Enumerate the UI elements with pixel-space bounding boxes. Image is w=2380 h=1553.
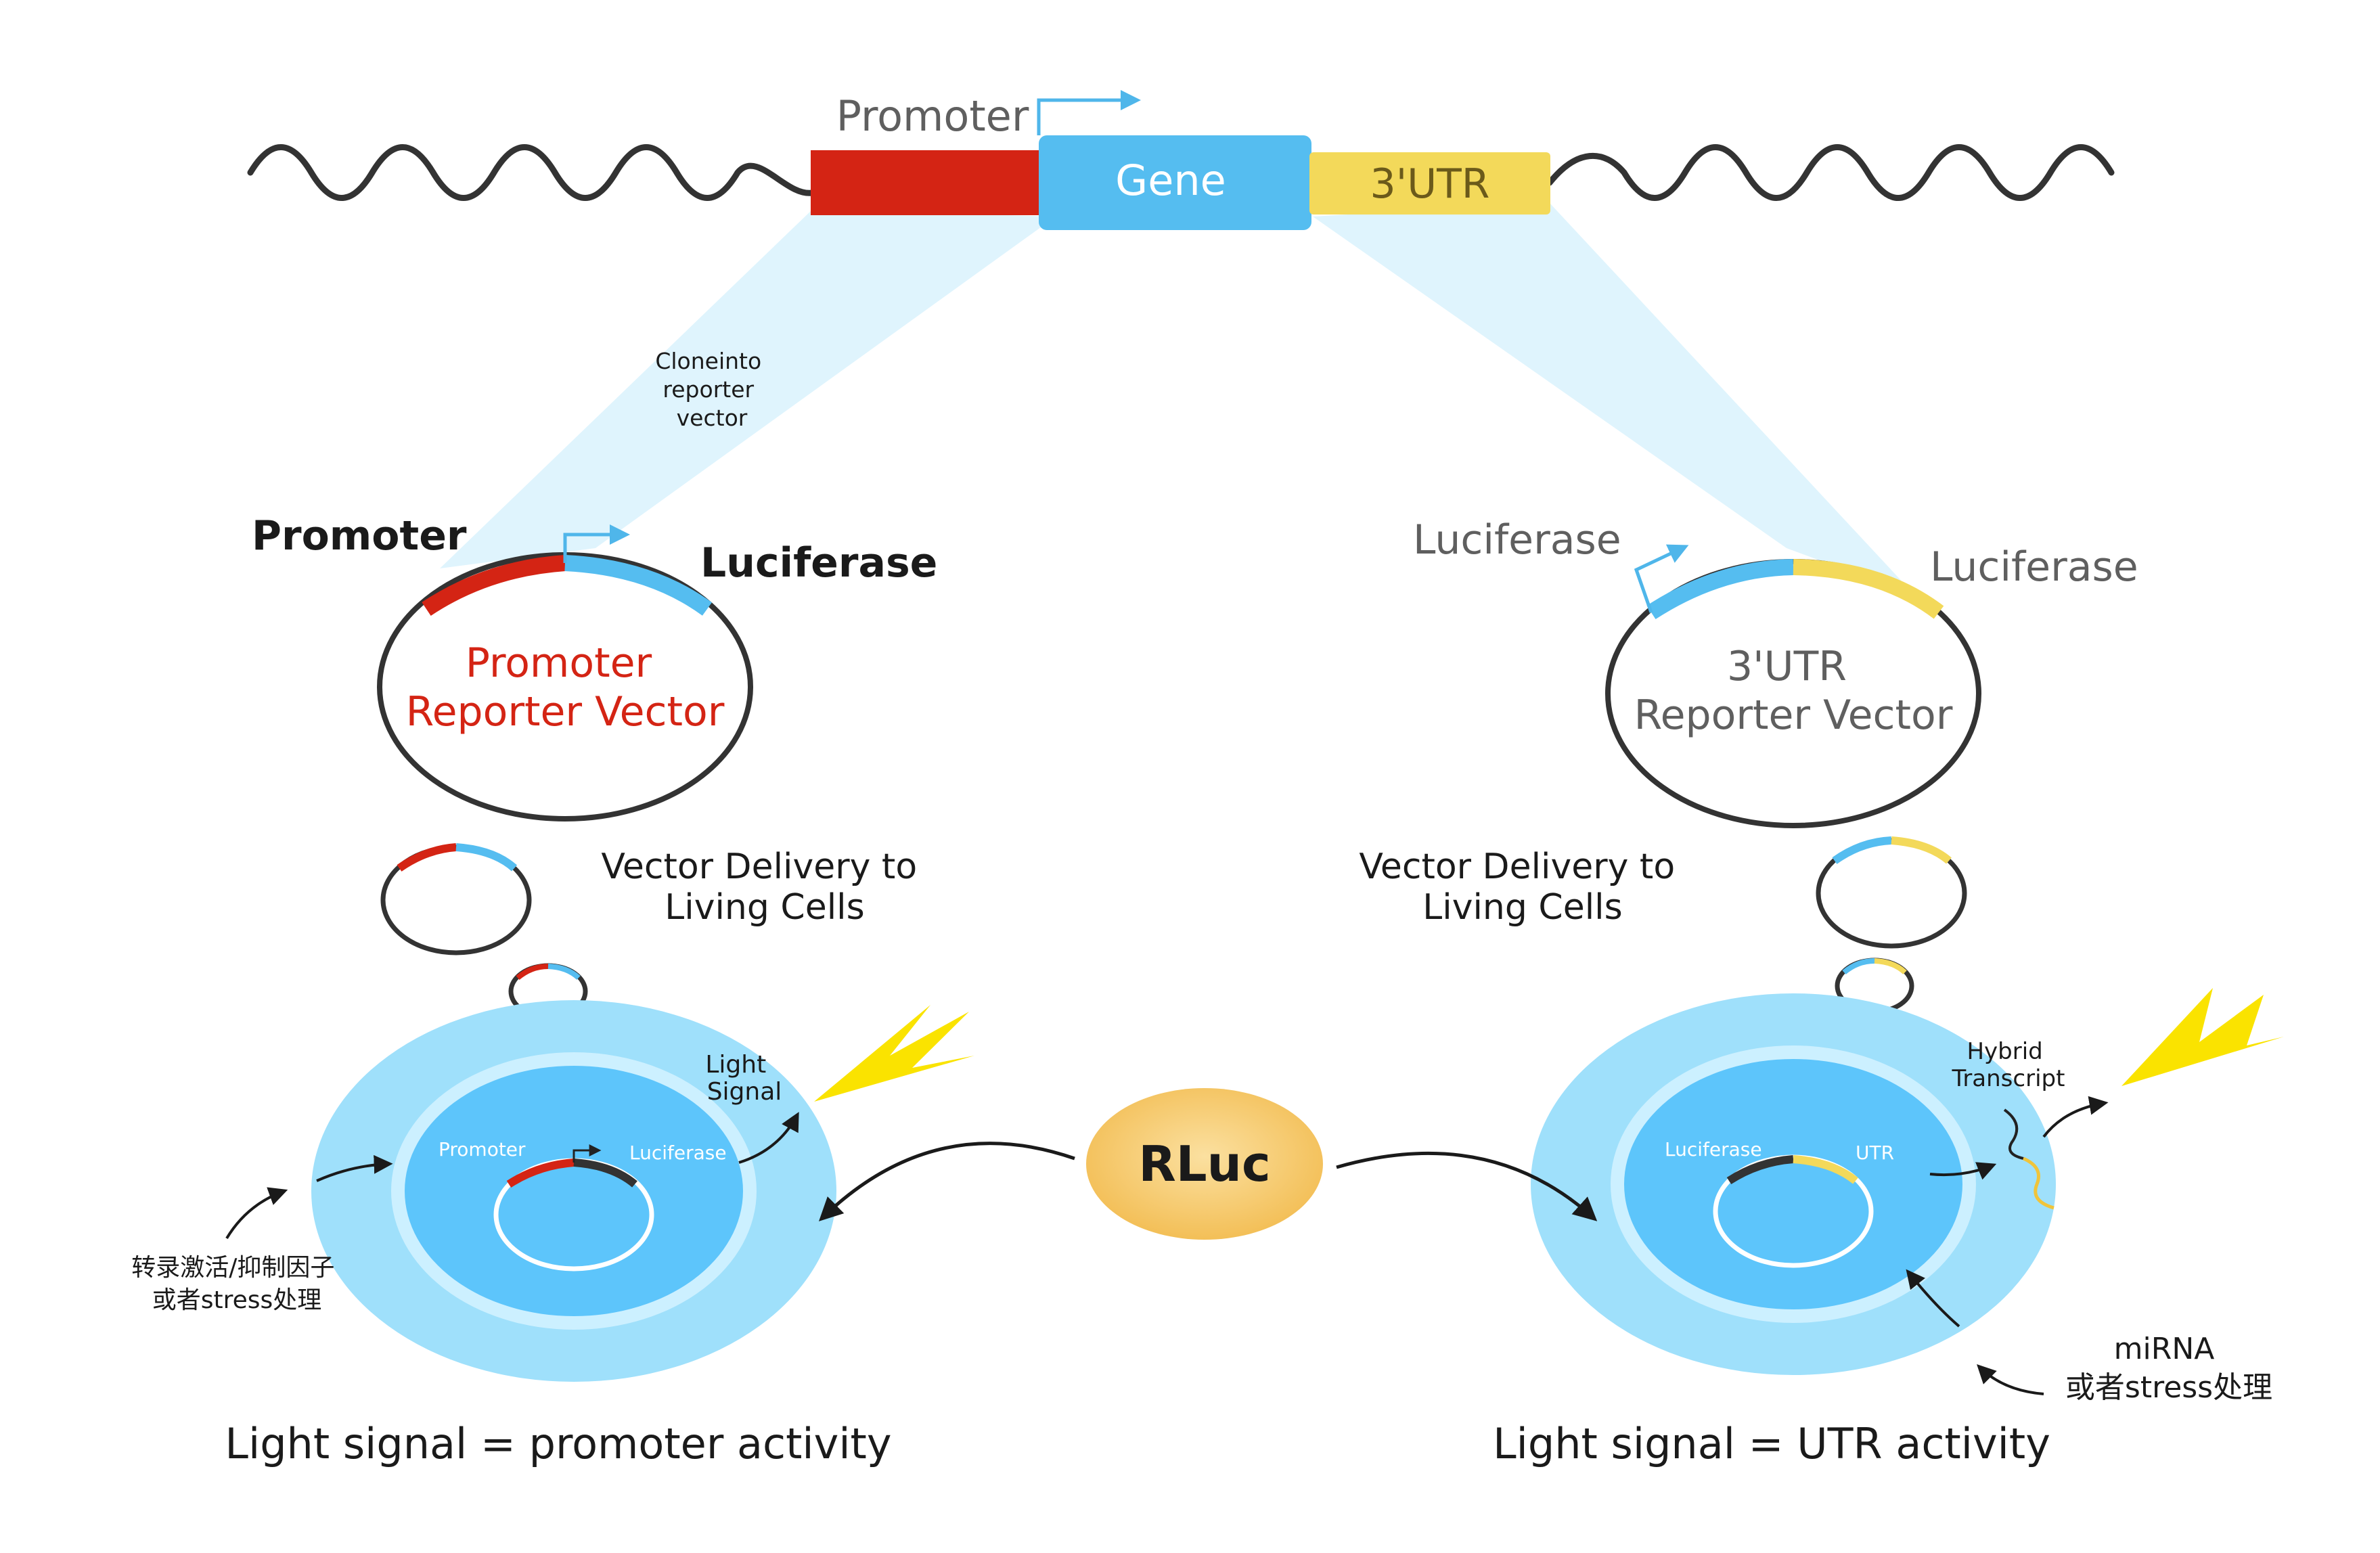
clone-note-line-2: reporter bbox=[663, 376, 754, 403]
left-vector-title-line-1: Promoter bbox=[466, 639, 652, 687]
left-factor-arrow-2 bbox=[316, 1154, 393, 1182]
dna-strand-left bbox=[247, 144, 815, 201]
right-vector-title-line-1: 3'UTR bbox=[1727, 643, 1847, 690]
right-delivery-line-2: Living Cells bbox=[1422, 887, 1622, 928]
transcription-start-arrow bbox=[1037, 90, 1141, 135]
right-nucleus-utr-seg bbox=[1793, 1155, 1858, 1184]
mirna-note: miRNA 或者stress处理 bbox=[2065, 1332, 2272, 1405]
clone-note-line-1: Cloneinto bbox=[655, 348, 761, 374]
promoter-reporter-vector-title: Promoter Reporter Vector bbox=[406, 639, 725, 736]
left-factor-note: 转录激活/抑制因子 或者stress处理 bbox=[131, 1254, 342, 1314]
left-factor-arrow-1 bbox=[225, 1187, 288, 1240]
hybrid-transcript-text: Hybrid Transcript bbox=[1952, 1038, 2065, 1092]
right-nucleus-utr-label: UTR bbox=[1856, 1142, 1894, 1164]
gene-label: Gene bbox=[1115, 156, 1226, 205]
hybrid-transcript-black bbox=[2003, 1108, 2024, 1160]
left-vector-luciferase-label: Luciferase bbox=[700, 539, 937, 587]
left-light-signal-line-1: Light bbox=[705, 1051, 766, 1079]
small-plasmid-left-red bbox=[397, 843, 457, 872]
left-caption: Light signal = promoter activity bbox=[225, 1419, 891, 1468]
tiny-plasmid-left-blue bbox=[547, 964, 581, 981]
right-vector-luciferase-left-label: Luciferase bbox=[1413, 516, 1621, 564]
right-vector-luciferase-right-label: Luciferase bbox=[1930, 543, 2138, 591]
left-delivery-line-1: Vector Delivery to bbox=[601, 847, 917, 887]
clone-note: Cloneinto reporter vector bbox=[655, 348, 768, 431]
projection-cone-left bbox=[440, 210, 1056, 568]
left-delivery-line-2: Living Cells bbox=[665, 887, 864, 928]
rluc-bubble bbox=[1086, 1088, 1323, 1240]
right-light-signal-arrow bbox=[2042, 1096, 2109, 1138]
light-burst-right-icon bbox=[2121, 988, 2284, 1086]
rluc-label: RLuc bbox=[1138, 1135, 1270, 1192]
small-plasmid-right-blue bbox=[1832, 836, 1892, 864]
hybrid-line-1: Hybrid bbox=[1967, 1038, 2042, 1065]
plasmid-luciferase-segment-right bbox=[1646, 559, 1794, 620]
plasmid-utr-segment bbox=[1793, 559, 1944, 619]
plasmid-promoter-segment bbox=[422, 555, 566, 616]
mirna-arrow-2 bbox=[1977, 1364, 2044, 1395]
left-light-signal-line-2: Signal bbox=[707, 1078, 782, 1106]
right-caption: Light signal = UTR activity bbox=[1493, 1419, 2050, 1468]
mirna-line-2: 或者stress处理 bbox=[2065, 1370, 2272, 1405]
small-plasmid-right-yellow bbox=[1891, 836, 1952, 864]
right-to-transcript-arrow bbox=[1929, 1162, 1997, 1180]
utr-block bbox=[1309, 152, 1550, 215]
tiny-plasmid-right-blue bbox=[1842, 958, 1875, 975]
mirna-arrow-1 bbox=[1906, 1269, 1960, 1328]
right-vector-title-line-2: Reporter Vector bbox=[1634, 692, 1953, 739]
hybrid-transcript-yellow bbox=[2022, 1156, 2055, 1210]
mirna-line-1: miRNA bbox=[2114, 1332, 2215, 1366]
small-plasmid-left-blue bbox=[455, 843, 518, 872]
left-nucleus-start-arrow bbox=[572, 1144, 602, 1163]
left-vector-promoter-label: Promoter bbox=[252, 512, 467, 560]
left-nucleus-promoter-label: Promoter bbox=[439, 1138, 526, 1161]
right-nucleus-luc-seg bbox=[1726, 1155, 1794, 1185]
right-nucleus-luciferase-label: Luciferase bbox=[1665, 1138, 1762, 1161]
plasmid-start-arrow bbox=[563, 524, 630, 563]
utr-reporter-plasmid bbox=[1605, 559, 1981, 828]
plasmid-start-arrow-right bbox=[1634, 544, 1689, 613]
rluc-to-left-arrow bbox=[818, 1142, 1075, 1221]
projection-cone-right bbox=[1313, 203, 1915, 595]
tiny-plasmid-right-yellow bbox=[1874, 958, 1907, 975]
left-nucleus-luc-seg bbox=[573, 1158, 637, 1188]
left-factor-line-2: 或者stress处理 bbox=[152, 1286, 322, 1314]
left-nucleus-luciferase-label: Luciferase bbox=[629, 1142, 727, 1164]
right-nucleus-plasmid bbox=[1713, 1154, 1874, 1268]
plasmid-luciferase-segment bbox=[564, 555, 713, 616]
clone-note-line-3: vector bbox=[677, 405, 748, 431]
gene-block bbox=[1039, 135, 1311, 230]
promoter-label: Promoter bbox=[836, 91, 1029, 141]
light-burst-left-icon bbox=[814, 1005, 974, 1102]
left-vector-title-line-2: Reporter Vector bbox=[406, 688, 725, 736]
right-delivery-line-1: Vector Delivery to bbox=[1359, 847, 1675, 887]
left-nucleus-promoter-seg bbox=[506, 1158, 575, 1188]
promoter-block bbox=[811, 150, 1041, 215]
left-nucleus bbox=[405, 1066, 743, 1316]
dna-strand-right bbox=[1546, 144, 2115, 201]
rluc-to-right-arrow bbox=[1336, 1151, 1598, 1221]
left-light-signal-arrow bbox=[738, 1112, 799, 1164]
left-delivery-text: Vector Delivery to Living Cells bbox=[601, 847, 928, 928]
left-light-signal-text: Light Signal bbox=[705, 1051, 782, 1106]
utr-label: 3'UTR bbox=[1370, 160, 1490, 208]
tiny-plasmid-left-red bbox=[516, 964, 549, 981]
utr-reporter-vector-title: 3'UTR Reporter Vector bbox=[1634, 643, 1953, 739]
left-factor-line-1: 转录激活/抑制因子 bbox=[131, 1254, 334, 1282]
right-nucleus bbox=[1624, 1059, 1962, 1309]
right-delivery-text: Vector Delivery to Living Cells bbox=[1359, 847, 1686, 928]
hybrid-line-2: Transcript bbox=[1952, 1065, 2065, 1092]
